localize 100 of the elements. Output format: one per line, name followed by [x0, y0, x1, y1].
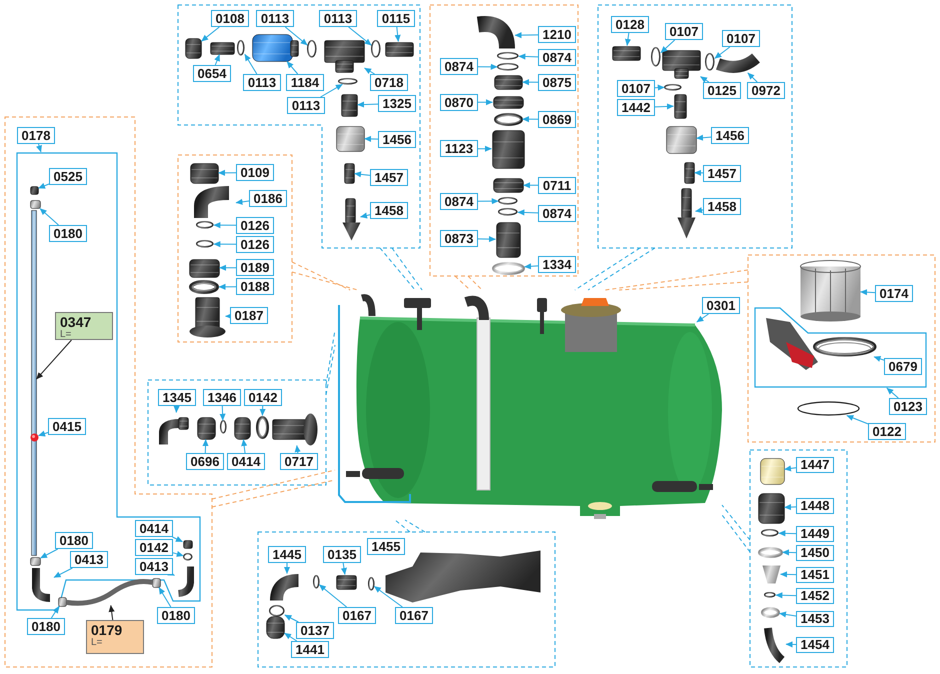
callout-box: [135, 558, 173, 575]
part-number: 0113: [324, 12, 352, 26]
leader-line: [158, 587, 172, 608]
callout-box: [796, 637, 834, 653]
gasket-ring: [813, 337, 877, 357]
part-number: 0870: [444, 96, 474, 110]
callout-box: [268, 546, 306, 563]
part-number: 1447: [800, 458, 830, 472]
callout-box: [296, 622, 334, 639]
dashed-connector-line: [618, 282, 748, 290]
dashed-connector-line: [574, 248, 640, 290]
callout-box: [135, 539, 173, 556]
callout-box: [157, 607, 195, 624]
part-number: 1448: [800, 499, 830, 513]
callout-box: [287, 97, 325, 114]
leader-line: [219, 264, 236, 271]
callout-box: [48, 418, 86, 435]
callout-box: [203, 389, 241, 406]
valve-fitting: [336, 126, 364, 152]
leader-line: [244, 54, 258, 74]
leader-line: [846, 415, 868, 424]
part-number: 0301: [706, 298, 736, 312]
leader-line: [478, 99, 493, 106]
part-number: 1458: [374, 204, 404, 218]
leader-line: [40, 208, 59, 226]
callout-box: [55, 532, 93, 549]
leader-line: [286, 61, 298, 74]
leader-line: [54, 568, 73, 578]
part-number: 0113: [292, 98, 320, 112]
cap: [30, 186, 38, 194]
spray-nozzle: [676, 188, 696, 238]
callout-box: [617, 99, 655, 116]
washer: [760, 606, 780, 618]
callout-box: [538, 74, 576, 91]
dashed-connector-line: [394, 520, 410, 532]
dashed-connector-line: [722, 504, 750, 540]
callout-box: [440, 230, 478, 247]
part-number: 0874: [542, 50, 572, 64]
dashed-group-frame: [178, 155, 292, 342]
dashed-connector-line: [292, 262, 351, 290]
leader-line: [660, 40, 676, 54]
ball-valve: [252, 34, 298, 62]
callout-box: [323, 546, 361, 563]
leader-line: [517, 209, 538, 216]
o-ring: [269, 605, 285, 617]
callout-box: [440, 193, 478, 210]
dashed-connector-line: [392, 248, 423, 290]
callout-box: [70, 551, 108, 568]
callout-box: [538, 111, 576, 128]
cap: [182, 540, 192, 548]
callout-box: [186, 453, 224, 470]
leader-line: [220, 406, 226, 421]
leader-line: [50, 606, 60, 618]
leader-line: [213, 222, 236, 228]
leader-line: [478, 146, 492, 152]
leader-line: [478, 64, 498, 70]
leader-line: [36, 144, 42, 152]
part-number: 0874: [444, 194, 474, 208]
hose-clamp: [492, 262, 524, 274]
leader-line: [784, 504, 796, 510]
leader-line: [40, 548, 58, 559]
part-number: 0696: [190, 454, 220, 468]
group-frame: [754, 307, 927, 388]
flange-fitting: [272, 412, 318, 446]
leader-line: [172, 536, 183, 542]
part-number: 1457: [374, 170, 404, 184]
part-number: 0414: [140, 522, 168, 536]
callout-box: [244, 389, 282, 406]
part-number: 0115: [382, 12, 410, 26]
leader-line: [38, 182, 50, 189]
o-ring: [196, 240, 214, 248]
part-number: 1453: [800, 612, 830, 626]
part-number: 0107: [726, 32, 756, 46]
leader-line: [696, 314, 709, 322]
leader-line: [518, 53, 538, 60]
hose-barb-fitting: [612, 46, 640, 60]
part-number: 1441: [296, 642, 324, 656]
leader-line: [694, 170, 704, 176]
leader-line: [360, 212, 370, 218]
leader-line: [174, 406, 180, 413]
tee-fitting: [324, 40, 364, 72]
callout-box: [889, 398, 927, 415]
leader-line: [214, 54, 220, 66]
callout-box: [256, 10, 294, 27]
ring-nut: [492, 96, 524, 108]
leader-line: [780, 571, 796, 578]
part-number: 0874: [542, 206, 572, 220]
leader-line: [522, 79, 538, 86]
callout-box: [395, 607, 433, 624]
callout-box: [722, 30, 760, 47]
leader-line: [201, 26, 220, 42]
leader-line: [241, 439, 248, 454]
callout-box: [319, 10, 357, 27]
part-number: 0180: [32, 620, 60, 634]
callout-box: [370, 169, 408, 186]
lock-nut: [188, 258, 220, 278]
part-number: 0107: [622, 82, 650, 96]
callout-box: [538, 49, 576, 66]
callout-box: [702, 297, 740, 314]
part-number: 0123: [894, 400, 922, 414]
